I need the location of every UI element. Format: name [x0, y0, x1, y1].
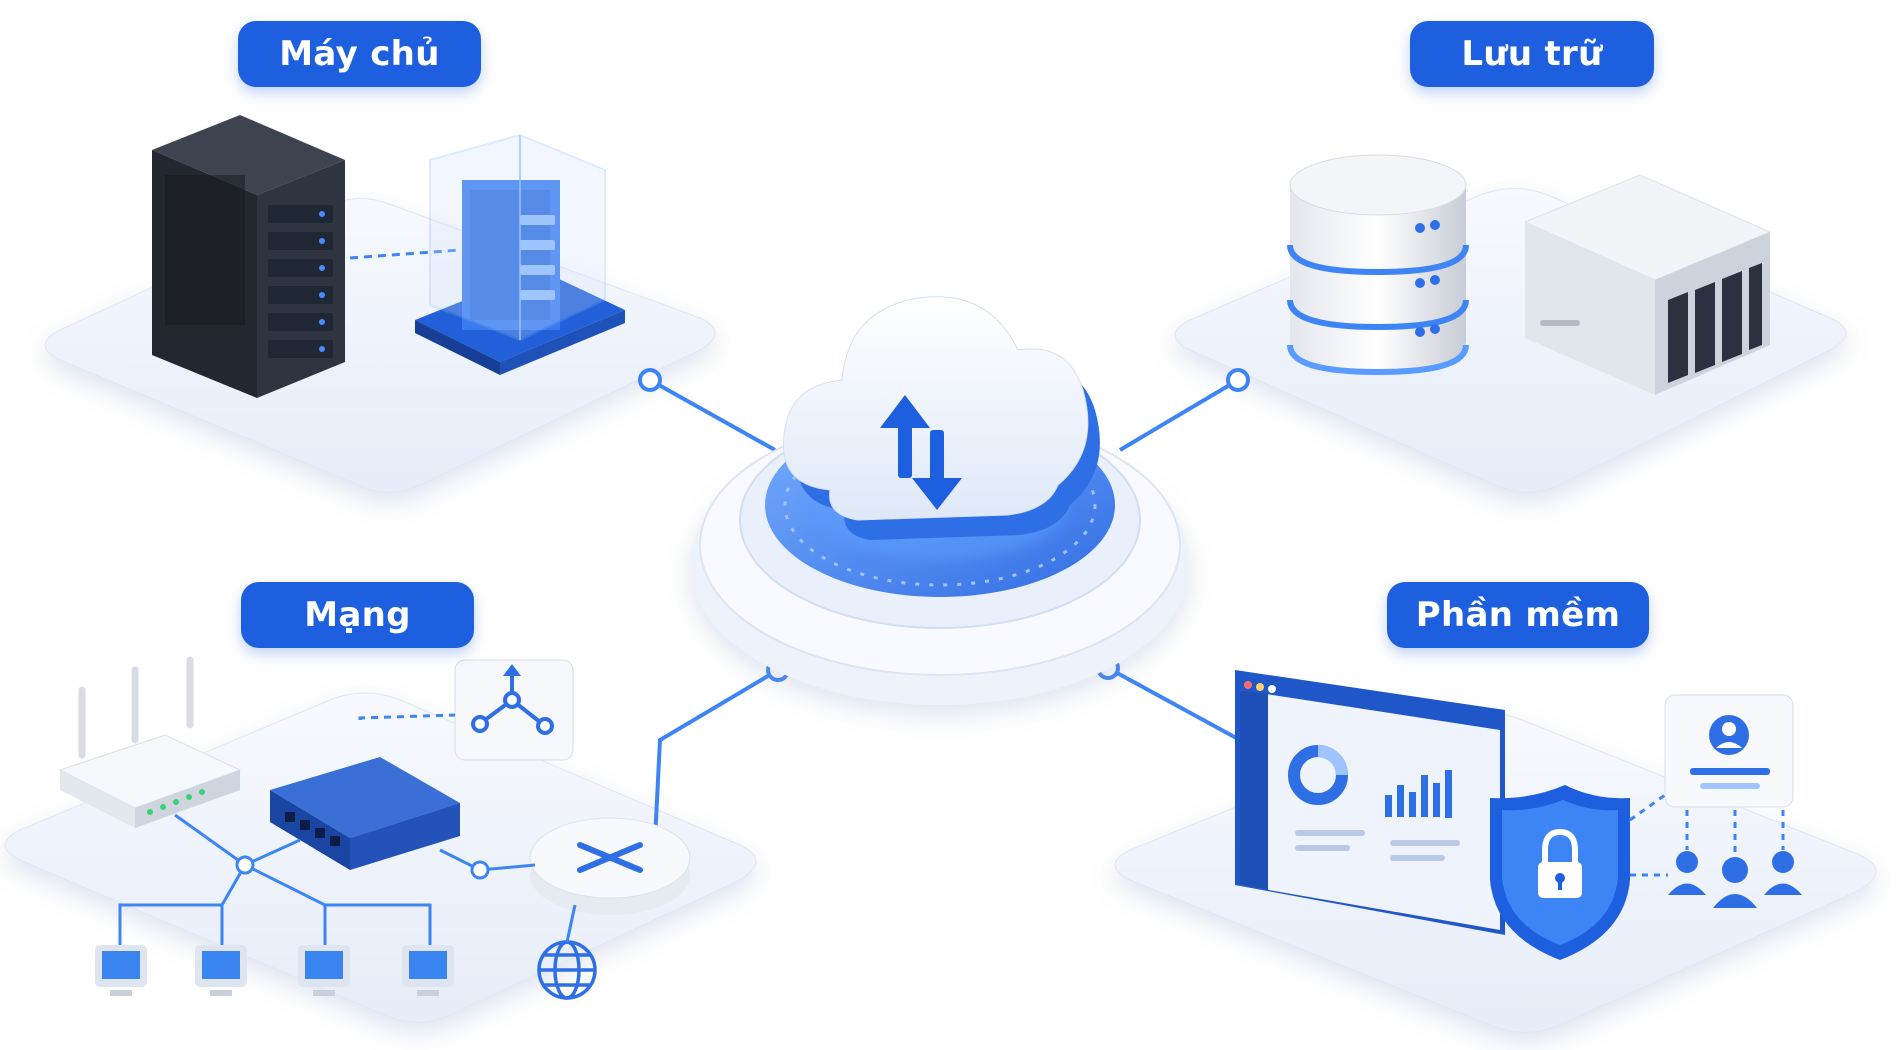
- server-rack-icon: [152, 115, 345, 398]
- computer-icon: [195, 945, 247, 996]
- hub-router-icon: [529, 817, 691, 915]
- servers-label: Máy chủ: [238, 21, 481, 87]
- topology-card-icon: [454, 659, 574, 761]
- software-links: [1629, 793, 1785, 877]
- software-label: Phần mềm: [1387, 582, 1649, 648]
- servers-platform: [44, 198, 716, 493]
- user-profile-card-icon: [1664, 694, 1794, 808]
- virtual-server-icon: [415, 133, 625, 375]
- client-computers: [95, 945, 454, 996]
- computer-icon: [298, 945, 350, 996]
- computer-icon: [402, 945, 454, 996]
- donut-chart-icon: [1288, 745, 1348, 805]
- computer-icon: [95, 945, 147, 996]
- servers-link: [349, 248, 461, 260]
- network-label: Mạng: [241, 582, 474, 648]
- cloud-sync-icon: [783, 296, 1100, 540]
- network-nodes: [235, 855, 490, 880]
- cloud-hub: [690, 296, 1190, 705]
- database-icon: [1287, 154, 1469, 376]
- router-icon: [58, 656, 242, 828]
- security-shield-icon: [1490, 785, 1630, 960]
- dashboard-window-icon: [1235, 670, 1505, 935]
- nas-storage-icon: [1523, 174, 1772, 395]
- network-switch-icon: [270, 757, 460, 870]
- users-group-icon: [1668, 851, 1802, 908]
- bar-chart-icon: [1385, 770, 1452, 818]
- lock-icon: [1538, 828, 1582, 898]
- storage-label: Lưu trữ: [1410, 21, 1654, 87]
